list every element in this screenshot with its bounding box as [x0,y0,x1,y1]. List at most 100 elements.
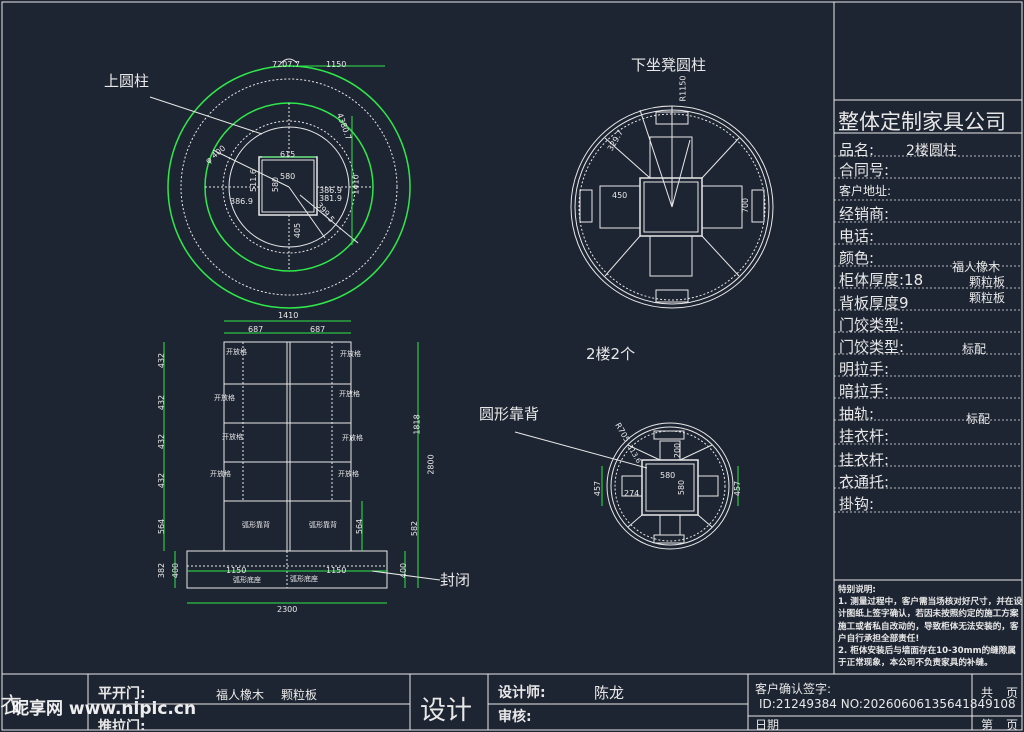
notes-line-1: 1. 测量过程中，客户需当场核对好尺寸，并在设计图纸上签字确认，若因未按照约定的… [838,597,1023,644]
open-cell-3: 开放格 [214,394,235,402]
sidebar-row-phone: 电话: [839,227,875,245]
page-no-suffix: 页 [1006,718,1019,730]
open-cell-4: 开放格 [339,390,360,398]
dim-w1150-b: 1150 [326,566,347,575]
sidebar-row-rod-holder: 衣通托: [839,473,890,491]
dim-274: 274 [624,489,640,498]
sidebar-value-back: 颗粒板 [969,291,1006,305]
dim-h400-r: 400 [399,562,409,579]
image-id: ID:21249384 NO:20260606135641849108 [759,697,1016,711]
dim-386-c: 386.9 [230,197,253,206]
total-pages-label: 共 [981,686,994,700]
sidebar-row-address: 客户地址: [839,184,892,198]
title-left-char: 衣 [0,694,23,719]
dim-386-a: 386.9 [319,186,342,195]
dim-back-580-a: 580 [660,471,676,480]
dim-back-580-b: 580 [677,479,687,496]
door-type-label: 平开门: [98,686,146,702]
sidebar-row-cabinet-thickness: 柜体厚度:18 [839,271,924,289]
dim-h432-b: 432 [157,394,167,411]
customer-confirm-label: 客户确认签字: [755,682,832,696]
dim-h564: 564 [157,518,167,535]
dim-h2800: 2800 [426,454,436,475]
sidebar-value-hinge: 标配 [962,342,987,356]
notes-heading: 特别说明: [838,585,876,595]
dim-w1150-a: 1150 [226,566,247,575]
front-dimensions [163,320,419,604]
dim-h432-a: 432 [157,352,167,369]
pages-label: 页 [1006,686,1019,700]
sidebar-row-hinge-a: 门饺类型: [839,316,905,334]
dim-700: 700 [741,197,751,214]
sidebar-row-rod-a: 挂衣杆: [839,427,890,445]
sidebar-value-product: 2楼圆柱 [906,143,957,159]
sidebar-grid [834,155,1022,513]
company-name: 整体定制家具公司 [838,110,1006,134]
sidebar-row-handle-open: 明拉手: [839,360,890,378]
door-type-value: 福人橡木 [216,688,265,702]
sidebar-row-color: 颜色: [839,249,875,267]
dim-h564-r: 564 [355,518,365,535]
front-elevation [186,341,388,589]
arc-base-1: 弧形底座 [233,576,261,584]
dim-457-a: 457 [593,480,603,497]
dim-r1150: R1150 [678,75,688,102]
dim-1150-top: 1150 [326,60,347,69]
lower-stool-plan [570,105,774,309]
designer-name: 陈龙 [594,684,625,702]
sidebar-row-hinge-b: 门饺类型: [839,338,905,356]
round-back-label: 圆形靠背 [479,405,540,423]
dim-h582: 582 [410,520,420,537]
open-cell-2: 开放格 [340,350,361,358]
arc-base-2: 弧形底座 [290,575,318,583]
open-cell-8: 开放格 [338,470,359,478]
special-notes: 特别说明: 1. 测量过程中，客户需当场核对好尺寸，并在设计图纸上签字确认，若因… [838,584,1024,669]
dim-381: 381.9 [319,194,342,203]
sidebar-value-color: 福人橡木 [952,260,1001,274]
page-no-label: 第 [981,718,994,730]
sidebar-row-product: 品名: [839,141,875,159]
dim-7207: 7207.7 [272,60,300,69]
open-cell-5: 开放格 [222,433,243,441]
dim-450: 450 [612,191,628,200]
round-back-dims [601,466,739,506]
upper-column-label: 上圆柱 [104,72,150,90]
dim-w687-b: 687 [310,325,326,334]
round-back-plan [606,422,734,550]
sidebar-value-cabinet: 颗粒板 [969,275,1006,289]
dim-615: 615 [280,150,296,159]
sidebar-row-contract: 合同号: [839,161,890,179]
upper-column-leader [149,96,263,135]
dim-w687-a: 687 [248,325,264,334]
dim-200: 200 [673,442,683,459]
dim-h432-c: 432 [157,433,167,450]
closed-label: 封闭 [440,571,471,589]
dim-457-b: 457 [733,480,743,497]
round-back-leader [514,431,648,469]
watermark: 昵享网 www.nipic.cn [12,699,197,719]
upper-column-plan [167,58,411,309]
dim-580: 580 [280,172,296,181]
sidebar-row-dealer: 经销商: [839,205,890,223]
lower-stool-label: 下坐凳圆柱 [631,56,707,74]
dim-1410-side: 1410 [351,174,361,195]
sidebar-row-handle-hidden: 暗拉手: [839,382,890,400]
sidebar-row-hook: 掛钩: [839,495,875,513]
notes-line-2: 2. 柜体安装后与墙面存在10-30mm的缝隙属于正常现象，本公司不负责家具的补… [838,646,1016,669]
closed-leader [371,570,441,581]
dim-w1410: 1410 [278,311,299,320]
dim-w2300: 2300 [277,605,298,614]
review-label: 审核: [498,709,532,725]
dim-511: 511.6 [248,169,258,192]
quantity-label: 2楼2个 [586,345,636,363]
dim-h1818: 1818 [412,414,422,435]
dim-580-v: 580 [271,176,281,193]
sidebar-row-rod-b: 挂衣杆: [839,451,890,469]
date-label: 日期 [755,718,780,730]
sidebar-row-drawer-rail: 抽轨: [839,405,875,423]
dim-405: 405 [293,222,303,239]
sliding-door-label: 推拉门: [98,719,146,730]
arc-back-2: 弧形靠背 [309,521,337,529]
